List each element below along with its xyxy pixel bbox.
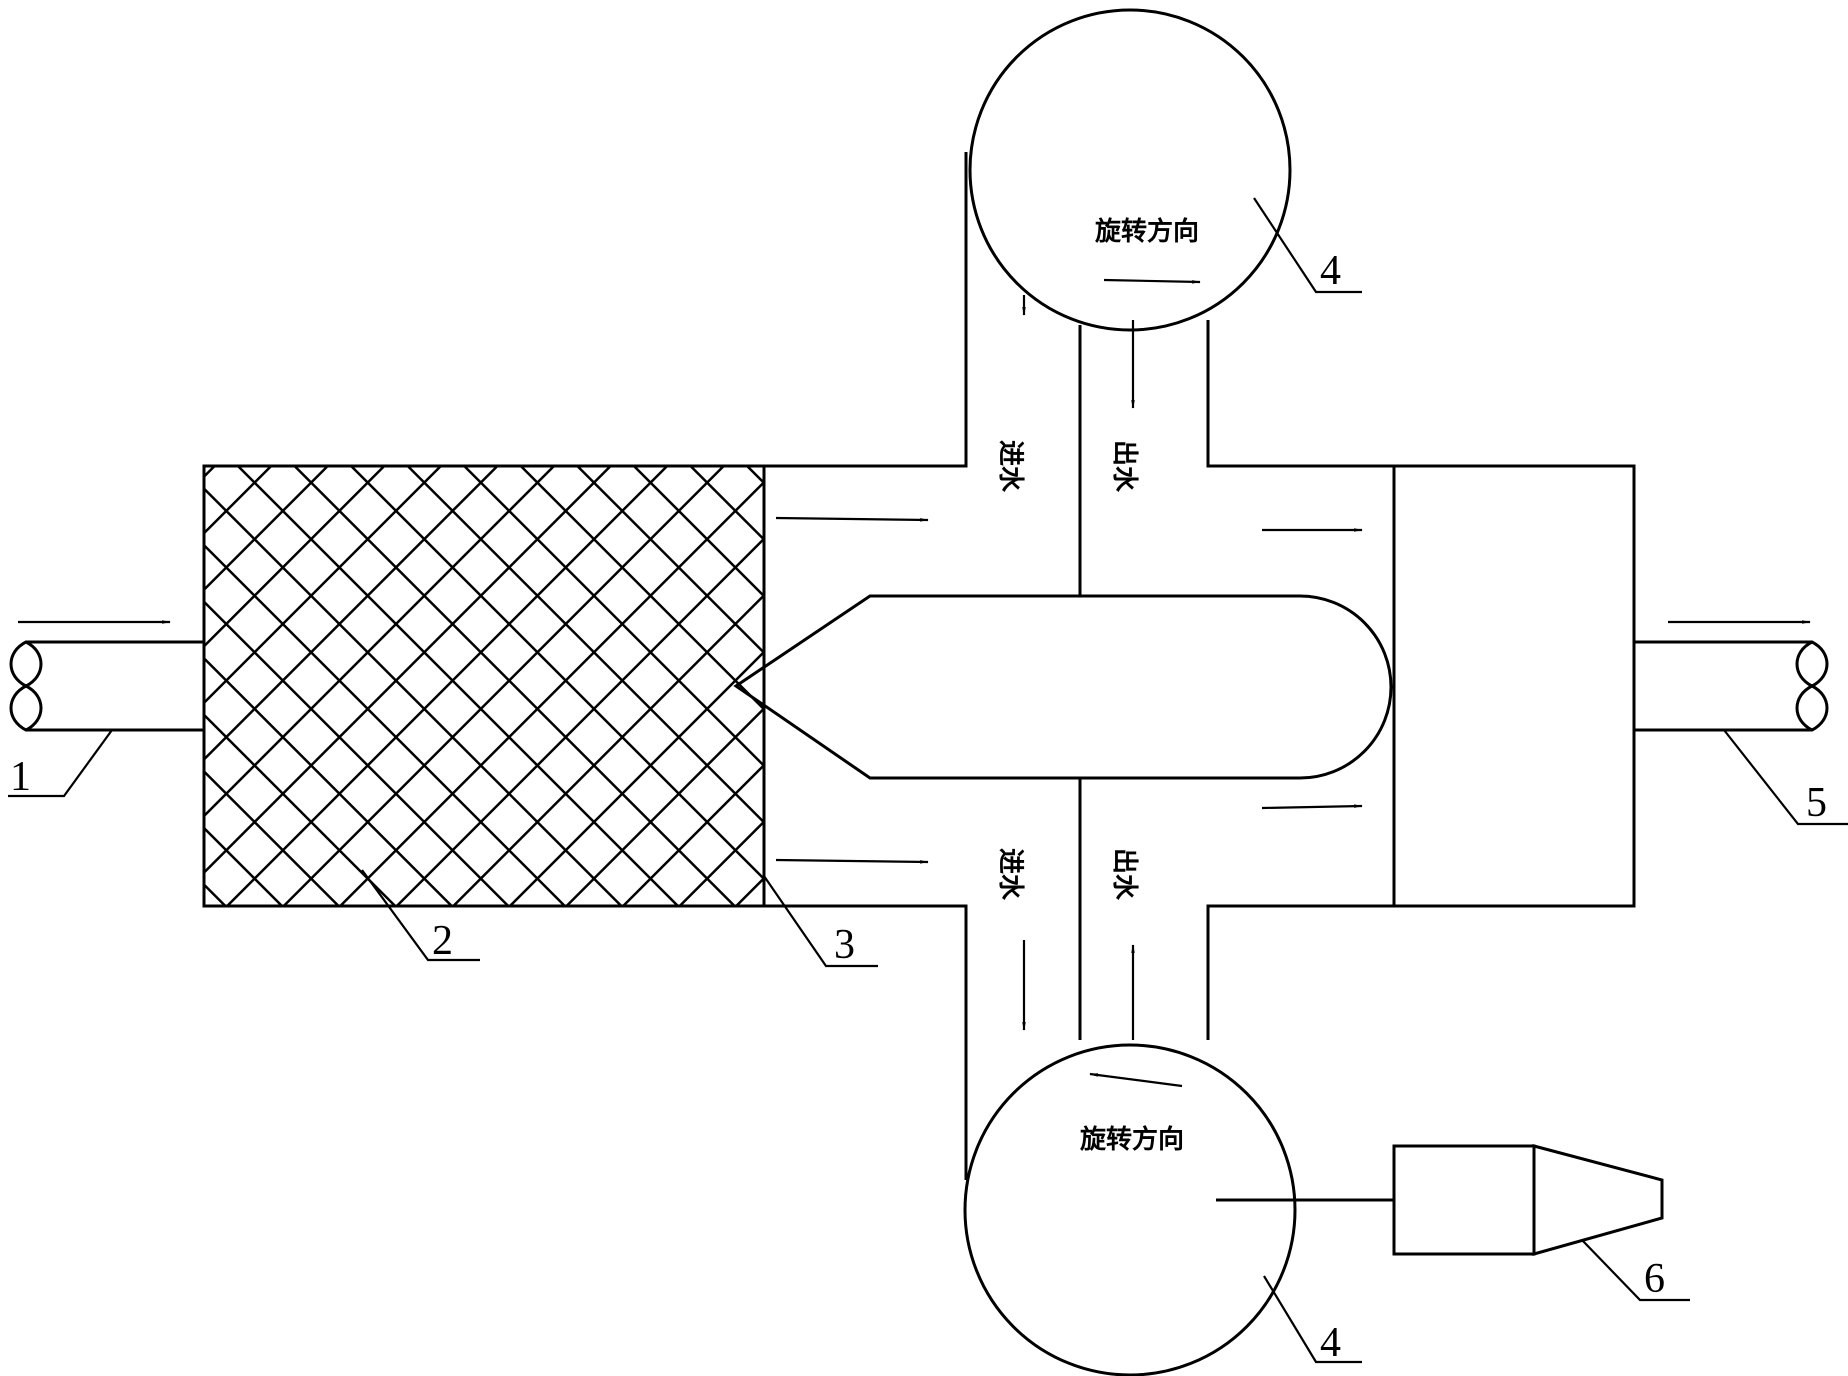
rotation-direction-bottom: 旋转方向 — [1080, 1124, 1184, 1155]
inlet-water-label-bottom: 进水 — [995, 848, 1025, 901]
flow-core — [733, 594, 1393, 780]
inlet-pipe — [9, 620, 204, 732]
label-part-4-bottom: 4 — [1320, 1320, 1341, 1366]
label-part-6: 6 — [1644, 1256, 1665, 1302]
outlet-water-label-top: 出水 — [1109, 440, 1139, 493]
outlet-pipe — [1634, 620, 1829, 732]
inlet-water-label-top: 进水 — [995, 440, 1025, 493]
label-part-2: 2 — [432, 918, 453, 964]
filter-mesh-block — [202, 464, 766, 908]
top-rotating-drum — [968, 8, 1292, 332]
rotation-arrow-top — [1103, 278, 1201, 284]
main-chamber — [764, 152, 1636, 1180]
label-part-1: 1 — [10, 754, 31, 800]
label-part-5: 5 — [1806, 780, 1827, 826]
leader-lines — [8, 197, 1848, 1364]
flow-arrow-lower-left — [775, 858, 929, 864]
drive-motor — [1216, 1144, 1664, 1256]
flow-arrow-upper-left — [775, 516, 929, 522]
bottom-rotating-drum — [963, 1043, 1297, 1376]
rotation-arrow-bottom — [1089, 1072, 1183, 1088]
flow-arrow-lower-right — [1261, 804, 1363, 810]
outlet-water-label-bottom: 出水 — [1109, 848, 1139, 901]
rotation-direction-top: 旋转方向 — [1095, 216, 1199, 247]
label-part-3: 3 — [834, 922, 855, 968]
label-part-4-top: 4 — [1320, 248, 1341, 294]
